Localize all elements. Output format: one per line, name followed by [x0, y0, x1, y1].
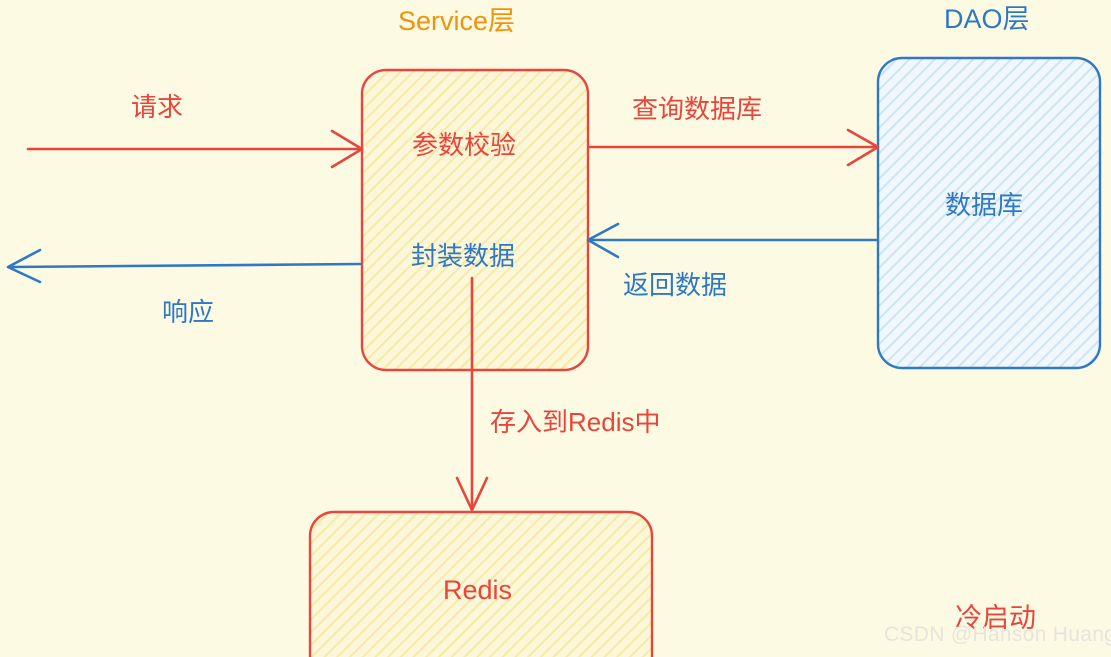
request-arrow [26, 129, 364, 169]
service-layer-title: Service层 [398, 6, 516, 36]
response-arrow [6, 248, 362, 284]
service-box-shape [360, 68, 590, 372]
database-box-shape [876, 56, 1102, 370]
redis-box-label: Redis [443, 575, 513, 605]
redis-box-shape [308, 510, 654, 657]
csdn-watermark: CSDN @Hanson Huang [884, 623, 1111, 646]
query-db-arrow-label: 查询数据库 [632, 94, 763, 124]
return-data-arrow-label: 返回数据 [623, 270, 728, 300]
save-to-redis-arrow-label: 存入到Redis中 [490, 407, 661, 437]
cold-start-annotation: 冷启动 [955, 603, 1036, 633]
service-box-label-wrap-data: 封装数据 [411, 241, 516, 271]
dao-layer-title: DAO层 [944, 4, 1030, 34]
query-db-arrow [588, 128, 880, 167]
response-arrow-label: 响应 [162, 297, 215, 327]
save-to-redis-arrow [455, 276, 489, 512]
return-data-arrow [586, 222, 878, 259]
service-box-label-param-check: 参数校验 [412, 130, 517, 160]
database-box-label: 数据库 [945, 190, 1024, 220]
request-arrow-label: 请求 [131, 92, 184, 122]
